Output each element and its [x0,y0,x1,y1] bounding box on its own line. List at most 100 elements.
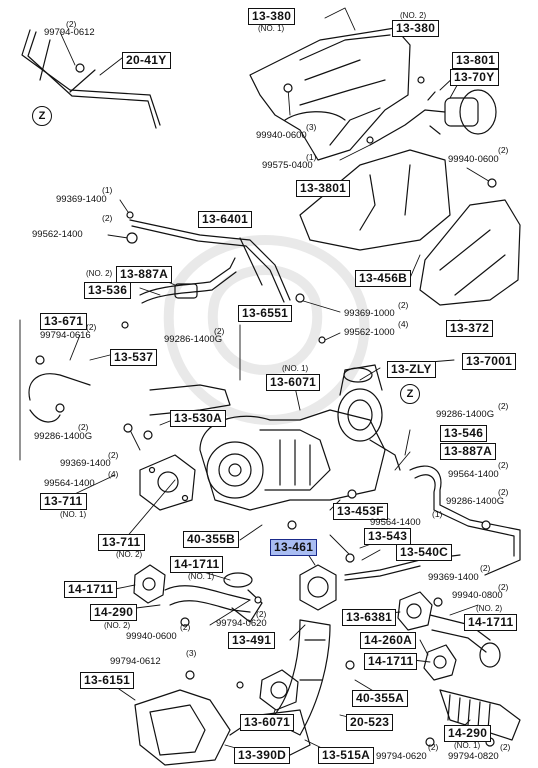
part-label-13-537[interactable]: 13-537 [110,349,158,366]
hardware-qty: (1) [306,152,317,162]
part-label-14-290-no2[interactable]: 14-290 [90,604,138,621]
turbocharger-body [199,364,401,511]
part-note: (NO. 2) [86,269,113,278]
hardware-qty: (3) [186,648,197,658]
part-label-13-456b[interactable]: 13-456B [355,270,412,287]
hardware-qty: (2) [428,742,439,752]
flange-right-lower [423,644,457,681]
part-label-13-711-no1[interactable]: 13-711 [40,493,87,510]
hardware-qty: (2) [180,622,191,632]
hardware-qty: (2) [498,145,509,155]
hardware-qty: (3) [306,122,317,132]
hardware-code[interactable]: 99564-1400 [448,469,499,480]
part-label-13-536[interactable]: 13-536 [84,282,132,299]
part-label-14-1711-no1[interactable]: 14-1711 [170,556,224,573]
hardware-code[interactable]: 99940-0600 [448,154,499,165]
vacuum-pipe [21,29,161,129]
wastegate-actuator [369,89,497,146]
part-label-40-355b[interactable]: 40-355B [183,531,240,548]
hardware-code[interactable]: 99286-1400G [436,409,495,420]
hardware-code[interactable]: 99564-1400 [44,478,95,489]
part-label-13-711-no2[interactable]: 13-711 [98,534,145,551]
hardware-qty: (2) [500,742,511,752]
part-label-13-887a-no2[interactable]: 13-887A [116,266,173,283]
part-label-13-7001[interactable]: 13-7001 [462,353,517,370]
hardware-code[interactable]: 99940-0800 [452,590,503,601]
hardware-code[interactable]: 99562-1400 [32,229,83,240]
part-label-13-453f[interactable]: 13-453F [333,503,388,520]
hardware-code[interactable]: 99794-0820 [448,751,499,762]
hardware-code[interactable]: 99369-1400 [60,458,111,469]
hardware-qty: (2) [256,609,267,619]
part-label-13-491[interactable]: 13-491 [228,632,276,649]
hardware-code[interactable]: 99794-0620 [376,751,427,762]
part-label-40-355a[interactable]: 40-355A [352,690,409,707]
hardware-code[interactable]: 99286-1400G [446,496,505,507]
part-label-13-zly[interactable]: 13-ZLY [387,361,436,378]
part-label-13-6071-no2[interactable]: 13-6071 [240,714,295,731]
hardware-code[interactable]: 99794-0616 [40,330,91,341]
flex-pipe [439,689,521,741]
part-label-20-523[interactable]: 20-523 [346,714,394,731]
part-label-13-671[interactable]: 13-671 [40,313,88,330]
part-label-13-6401[interactable]: 13-6401 [198,211,253,228]
flange-13-6071 [259,669,299,711]
part-note: (NO. 1) [188,572,215,581]
part-label-13-546[interactable]: 13-546 [440,425,488,442]
part-label-13-6071-no1[interactable]: 13-6071 [266,374,321,391]
heat-shield-upper [249,27,411,161]
part-label-13-530a[interactable]: 13-530A [170,410,227,427]
turbo-gasket-13-461 [299,564,337,611]
part-label-14-1711-no2[interactable]: 14-1711 [464,614,518,631]
part-label-14-290-no1[interactable]: 14-290 [444,725,492,742]
hardware-code[interactable]: 99794-0612 [44,27,95,38]
part-label-14-1711-b[interactable]: 14-1711 [364,653,418,670]
hardware-code[interactable]: 99794-0612 [110,656,161,667]
hardware-qty: (2) [498,487,509,497]
part-label-13-380-no1[interactable]: 13-380 [248,8,296,25]
hardware-code[interactable]: 99562-1000 [344,327,395,338]
hardware-code[interactable]: 99369-1400 [428,572,479,583]
hardware-qty: (1) [102,185,113,195]
hardware-code[interactable]: 99286-1400G [164,334,223,345]
flange-right-upper [397,591,433,631]
hardware-code[interactable]: 99564-1400 [370,517,421,528]
part-label-13-372[interactable]: 13-372 [446,320,494,337]
part-label-20-41y[interactable]: 20-41Y [122,52,171,69]
part-note: (NO. 1) [60,510,87,519]
hardware-qty: (2) [86,322,97,332]
part-label-13-6551[interactable]: 13-6551 [238,305,293,322]
part-label-13-543[interactable]: 13-543 [364,528,412,545]
part-label-13-70y[interactable]: 13-70Y [450,69,499,86]
hardware-code[interactable]: 99369-1400 [56,194,107,205]
part-label-14-1711[interactable]: 14-1711 [64,581,118,598]
part-note: (NO. 1) [454,741,481,750]
hardware-code[interactable]: 99940-0600 [256,130,307,141]
hardware-code[interactable]: 99369-1000 [344,308,395,319]
part-label-13-6381[interactable]: 13-6381 [342,609,397,626]
part-label-13-515a[interactable]: 13-515A [318,747,375,764]
hardware-qty: (2) [66,19,77,29]
hardware-qty: (2) [398,300,409,310]
hardware-qty: (4) [398,319,409,329]
part-label-14-260a[interactable]: 14-260A [360,632,417,649]
part-note: (NO. 2) [400,11,427,20]
exhaust-gasket [139,454,196,511]
part-label-13-887a[interactable]: 13-887A [440,443,497,460]
part-label-13-390d[interactable]: 13-390D [234,747,291,764]
hardware-code[interactable]: 99940-0600 [126,631,177,642]
bolts-nuts [35,63,497,747]
part-note: (NO. 1) [282,364,309,373]
part-label-13-801[interactable]: 13-801 [452,52,500,69]
reference-marker-z: Z [32,106,52,126]
part-label-13-380-no2[interactable]: 13-380 [392,20,440,37]
part-label-13-3801[interactable]: 13-3801 [296,180,351,197]
hardware-qty: (2) [480,563,491,573]
exhaust-pipe-13-491 [269,619,331,736]
hardware-code[interactable]: 99794-0620 [216,618,267,629]
part-label-13-461-selected[interactable]: 13-461 [270,539,318,556]
hardware-code[interactable]: 99286-1400G [34,431,93,442]
hardware-code[interactable]: 99575-0400 [262,160,313,171]
part-label-13-540c[interactable]: 13-540C [396,544,453,561]
part-label-13-6151[interactable]: 13-6151 [80,672,135,689]
